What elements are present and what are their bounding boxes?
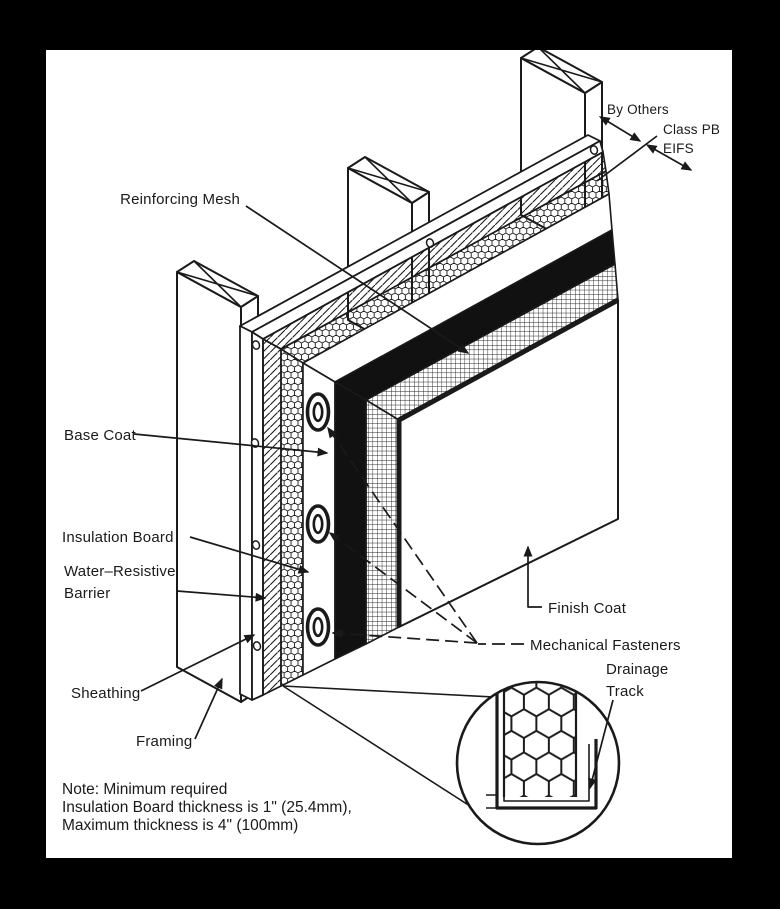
drainage-track-detail [455,680,621,846]
note-line-2: Insulation Board thickness is 1" (25.4mm… [62,799,352,816]
finish-coat-leader [523,545,542,608]
detail-insulation [504,682,576,797]
base-coat-strip [334,381,367,660]
label-mechanical-fasteners: Mechanical Fasteners [530,637,681,654]
eifs-range-arrow [645,144,693,171]
label-reinforcing-mesh: Reinforcing Mesh [120,191,240,208]
framing-leader [194,677,223,740]
note-line-3: Maximum thickness is 4" (100mm) [62,817,298,834]
note-line-1: Note: Minimum required [62,781,227,798]
finish-coat-panel [396,297,620,628]
label-by-others: By Others [607,102,669,117]
sheathing-layer [239,134,604,701]
wrb-strip [262,338,282,696]
mesh-strip [365,399,400,645]
leader-lines [133,116,693,790]
wrb-leader [176,590,267,602]
detail-leader-lines [282,685,513,825]
label-insulation-board: Insulation Board [62,529,174,546]
detail-track-outer [495,682,598,810]
detail-track-inner [503,682,590,802]
reinforcing-mesh-leader [245,205,470,354]
label-finish-coat: Finish Coat [548,600,627,617]
labels: Reinforcing Mesh Base Coat Insulation Bo… [62,102,720,750]
mechanical-fastener-leaders [327,426,524,645]
mechanical-fastener-washers [305,392,331,647]
label-base-coat: Base Coat [64,427,136,444]
insulation-strip [280,348,304,687]
insulation-board-leader [189,536,310,574]
label-class-pb: Class PB [663,122,720,137]
note-block: Note: Minimum required Insulation Board … [62,781,352,834]
label-framing: Framing [136,733,192,750]
label-water-resistive-2: Barrier [64,585,110,602]
base-coat-leader [133,433,329,457]
scope-divider-line [596,135,658,182]
label-drainage-track-1: Drainage [606,661,668,678]
label-eifs: EIFS [663,141,694,156]
drainage-track-leader [588,699,614,790]
sheathing-leader [140,634,256,692]
label-sheathing: Sheathing [71,685,140,702]
label-drainage-track-2: Track [606,683,644,700]
by-others-range-arrow [598,116,642,142]
label-water-resistive-1: Water–Resistive [64,563,176,580]
